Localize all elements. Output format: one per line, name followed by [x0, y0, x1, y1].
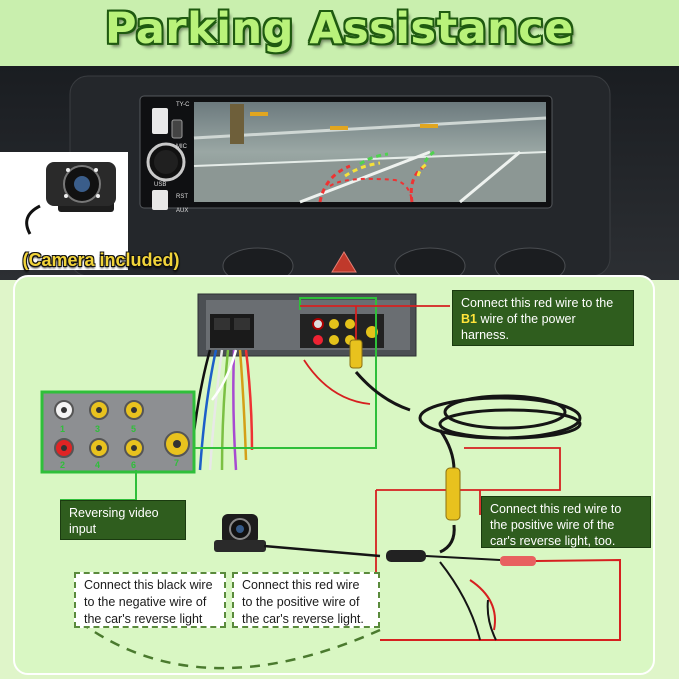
callout-b1-highlight: B1	[461, 312, 477, 326]
rca-plug-inline	[445, 467, 461, 521]
callout-b1-suffix: wire of the power harness.	[461, 312, 576, 342]
stereo-label-usb: USB	[154, 182, 166, 188]
note-black-wire: Connect this black wire to the negative …	[74, 572, 226, 628]
rca-panel: 1 3 5 2 4 6 7	[40, 390, 196, 474]
rca-number-1: 1	[60, 424, 65, 434]
stereo-label-tyc: TY-C	[176, 102, 190, 108]
reverse-camera	[214, 514, 266, 552]
note-red-wire-positive: Connect this red wire to the positive wi…	[232, 572, 380, 628]
stereo-label-rst: RST	[176, 194, 188, 200]
rca-number-5: 5	[131, 424, 136, 434]
dashboard-photo: TY-C MIC USB RST AUX	[0, 66, 679, 280]
title-banner	[0, 0, 679, 66]
extension-cable	[354, 371, 582, 554]
rca-plug-top	[349, 339, 363, 369]
page-title: Parking Assistance	[105, 4, 574, 54]
callout-b1-prefix: Connect this red wire to the	[461, 296, 614, 310]
stereo-rear-unit	[197, 293, 417, 357]
rca-number-4: 4	[95, 460, 100, 470]
callout-reversing-video-input: Reversing video input	[60, 500, 186, 540]
stereo-label-aux: AUX	[176, 208, 188, 214]
camera-included-caption: (Camera included)	[22, 250, 180, 270]
camera-wires	[263, 544, 621, 641]
callout-red-wire-b1: Connect this red wire to the B1 wire of …	[452, 290, 634, 346]
camera-icon	[0, 152, 128, 270]
rca-number-2: 2	[60, 460, 65, 470]
stereo-label-mic: MIC	[176, 144, 188, 150]
rca-number-6: 6	[131, 460, 136, 470]
rca-number-7: 7	[174, 458, 179, 468]
rca-number-3: 3	[95, 424, 100, 434]
dashed-connector	[79, 620, 381, 670]
callout-red-wire-positive-too: Connect this red wire to the positive wi…	[481, 496, 651, 548]
